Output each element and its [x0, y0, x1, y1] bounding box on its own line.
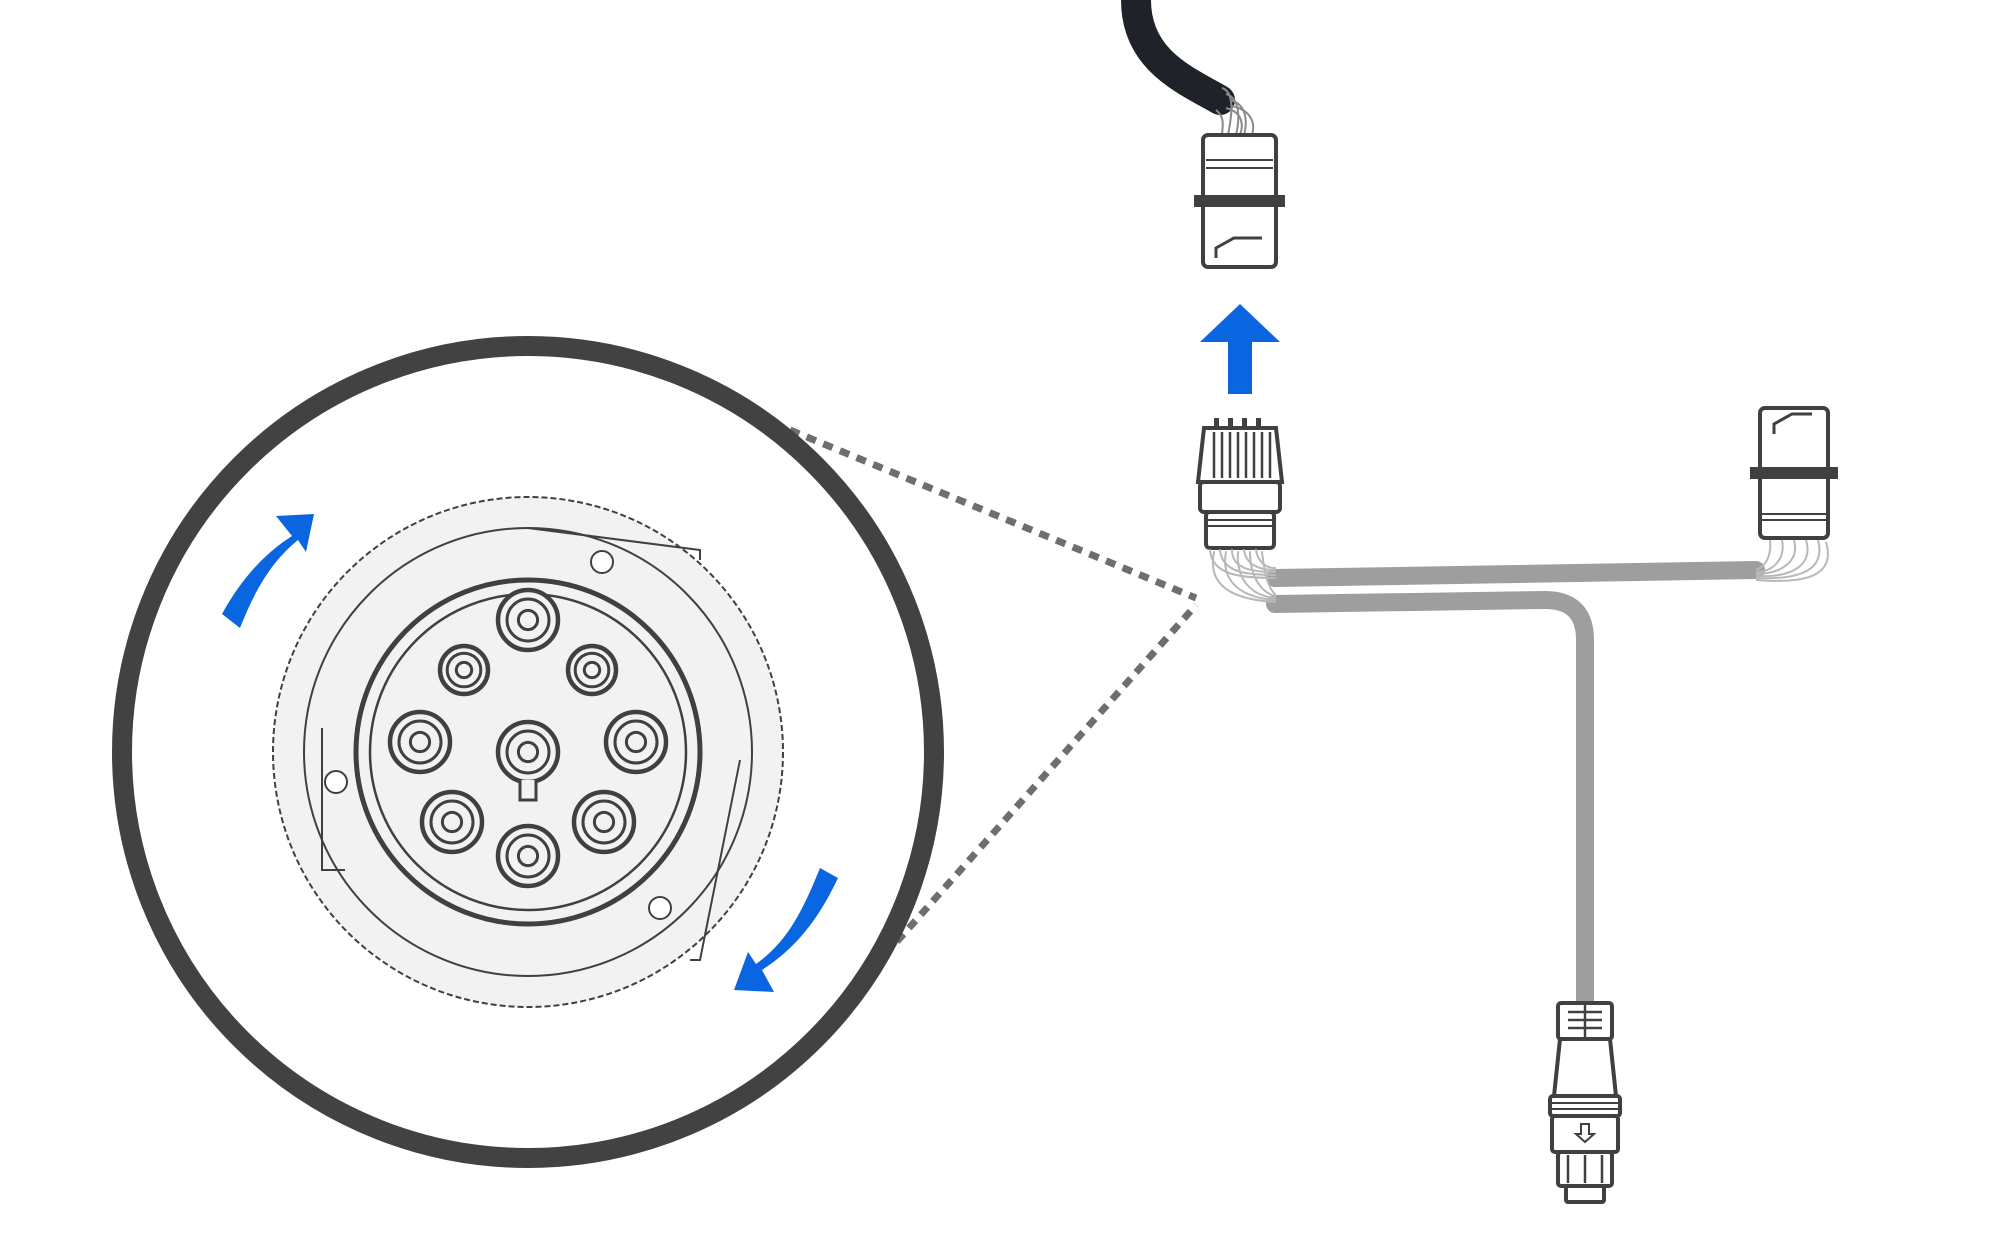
round-connector-nut: [1550, 1114, 1620, 1154]
male-connector-ribs: [1212, 432, 1272, 478]
rotate-clockwise-arrow-icon: [222, 514, 314, 628]
side-connector-wires: [1755, 539, 1829, 582]
side-connector-latch: [1772, 412, 1812, 434]
connector-face-pin-icon: [495, 719, 561, 785]
vehicle-connector[interactable]: [1194, 133, 1285, 269]
connector-face-pin-icon: [603, 709, 669, 775]
connector-face-pin-icon: [419, 789, 485, 855]
male-connector-pins: [1214, 418, 1261, 428]
vehicle-connector-latch: [1214, 236, 1262, 258]
connector-face-pins: [387, 587, 669, 889]
round-connector-orientation-arrow-icon: [1573, 1123, 1597, 1144]
connector-face-pin-icon: [387, 709, 453, 775]
male-connector-body: [1204, 510, 1276, 550]
connector-face-pin-icon: [495, 587, 561, 653]
round-connector-ring: [1548, 1094, 1622, 1118]
male-connector-collar: [1198, 480, 1282, 514]
vehicle-cable-wires: [1215, 87, 1255, 136]
side-connector-band: [1750, 467, 1838, 479]
connector-face-pin-icon: [495, 823, 561, 889]
harness-cable-upper: [1266, 561, 1765, 587]
round-connector-tip: [1564, 1184, 1606, 1204]
rotate-counterclockwise-arrow-icon: [734, 868, 838, 992]
vehicle-connector-band: [1194, 195, 1285, 207]
connect-direction-arrow-icon: [1200, 304, 1280, 394]
vehicle-cable: [1121, 0, 1255, 136]
connector-face-pin-icon: [571, 789, 637, 855]
magnifier-callout: [112, 336, 944, 1168]
connector-locking-notches: [324, 550, 672, 920]
connector-face-pin-icon: [437, 643, 491, 697]
connector-face-pin-icon: [565, 643, 619, 697]
harness-side-connector[interactable]: [1750, 406, 1838, 540]
harness-wires-left: [1209, 549, 1276, 603]
round-connector-body: [1551, 1037, 1619, 1098]
connector-bayonet-tabs: [321, 527, 741, 961]
harness-cable-lower: [1266, 590, 1594, 1012]
harness-male-connector[interactable]: [1195, 418, 1285, 550]
harness-cable: [1209, 549, 1765, 1012]
connector-key-slot: [518, 780, 538, 802]
harness-round-connector[interactable]: [1548, 1001, 1622, 1204]
magnifier-leaders: [788, 426, 1199, 958]
